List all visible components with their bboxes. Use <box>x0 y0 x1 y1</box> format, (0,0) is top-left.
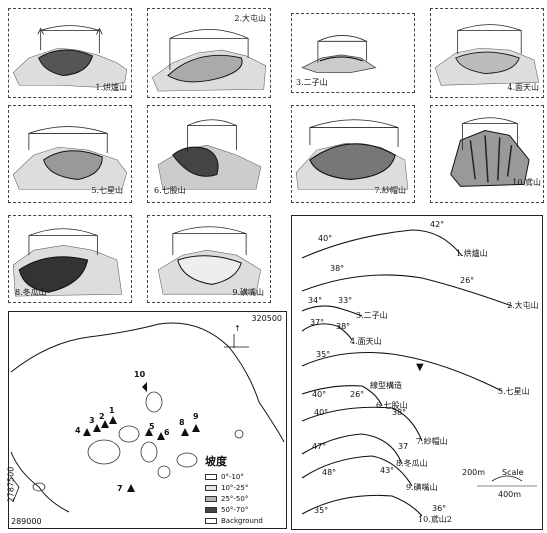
profile-label: 4.面天山 <box>350 336 382 347</box>
angle-label: 35° <box>314 506 328 515</box>
panel-label: 2.大屯山 <box>234 13 266 24</box>
panel-label: 1.烘爐山 <box>95 82 127 93</box>
relief-panel-5: 5.七星山 <box>8 105 132 203</box>
relief-panel-10: 10.鳶山 <box>430 105 544 203</box>
peak-number: 1 <box>109 406 115 415</box>
peak-number: 10 <box>134 370 145 379</box>
relief-panel-3: 3.二子山 <box>291 13 415 93</box>
coord-top-label: 320500 <box>251 314 282 323</box>
angle-label: 37 <box>398 442 408 451</box>
peak-number: 3 <box>89 416 95 425</box>
scale-200-label: 200m <box>462 468 485 477</box>
panel-label: 3.二子山 <box>296 77 328 88</box>
legend-label: 25°-50° <box>221 495 248 503</box>
relief-panel-6: 6.七股山 <box>147 105 271 203</box>
slope-legend: 坡度 0°-10° 10°-25° 25°-50° 50°-70° Backgr… <box>205 453 285 526</box>
legend-label: Background <box>221 517 263 525</box>
profile-label: 9.磺嘴山 <box>406 482 438 493</box>
north-arrow-icon: ↑ <box>234 324 241 333</box>
legend-swatch <box>205 496 217 502</box>
angle-label: 42° <box>430 220 444 229</box>
peak-number: 5 <box>149 422 155 431</box>
relief-panel-4: 4.面天山 <box>430 8 544 98</box>
peak-number: 6 <box>164 428 170 437</box>
angle-label: 26° <box>460 276 474 285</box>
coord-bottom-label: 289000 <box>11 517 42 526</box>
legend-swatch <box>205 485 217 491</box>
relief-panel-8: 8.冬瓜山 <box>8 215 132 303</box>
relief-panel-1: 1.烘爐山 <box>8 8 132 98</box>
angle-label: 35° <box>316 350 330 359</box>
profile-label: 8.冬瓜山 <box>396 458 428 469</box>
angle-label: 47° <box>312 442 326 451</box>
legend-label: 50°-70° <box>221 506 248 514</box>
profile-label: 10.鳶山2 <box>418 514 452 525</box>
profile-label: 5.七星山 <box>498 386 530 397</box>
angle-label: 43° <box>380 466 394 475</box>
legend-row: Background <box>205 515 285 526</box>
angle-label: 37° <box>310 318 324 327</box>
panel-label: 4.面天山 <box>507 82 539 93</box>
legend-row: 10°-25° <box>205 482 285 493</box>
panel-label: 10.鳶山 <box>512 177 541 188</box>
legend-row: 50°-70° <box>205 504 285 515</box>
scale-400-label: 400m <box>498 490 521 499</box>
peak-number: 8 <box>179 418 185 427</box>
angle-label: 40° <box>318 234 332 243</box>
angle-label: 40° <box>312 390 326 399</box>
fault-label: 線型構造 <box>370 380 402 391</box>
fault-arrow-icon: ▼ <box>416 362 424 373</box>
angle-label: 26° <box>350 390 364 399</box>
angle-label: 40° <box>314 408 328 417</box>
coord-left-label: 2787500 <box>6 467 15 503</box>
panel-label: 6.七股山 <box>154 185 186 196</box>
legend-label: 0°-10° <box>221 473 244 481</box>
legend-row: 0°-10° <box>205 471 285 482</box>
relief-panel-7: 7.紗帽山 <box>291 105 415 203</box>
profile-label: 2.大屯山 <box>507 300 539 311</box>
legend-row: 25°-50° <box>205 493 285 504</box>
legend-label: 10°-25° <box>221 484 248 492</box>
profile-label: 7.紗帽山 <box>416 436 448 447</box>
angle-label: 38° <box>336 322 350 331</box>
profiles-panel: 1.烘爐山 2.大屯山 3.二子山 4.面天山 5.七星山 6.七股山 7.紗帽… <box>291 215 543 530</box>
angle-label: 38° <box>330 264 344 273</box>
peak-number: 2 <box>99 412 105 421</box>
profile-label: 3.二子山 <box>356 310 388 321</box>
panel-label: 9.磺嘴山 <box>232 287 264 298</box>
peak-number: 9 <box>193 412 199 421</box>
profile-label: 1.烘爐山 <box>456 248 488 259</box>
legend-swatch <box>205 507 217 513</box>
relief-panel-2: 2.大屯山 <box>147 8 271 98</box>
panel-label: 5.七星山 <box>91 185 123 196</box>
peak-number: 7 <box>117 484 123 493</box>
angle-label: 48° <box>322 468 336 477</box>
relief-panel-9: 9.磺嘴山 <box>147 215 271 303</box>
angle-label: 36° <box>432 504 446 513</box>
panel-label: 8.冬瓜山 <box>15 287 47 298</box>
slope-map-panel: 320500 ↑ 2787500 289000 10 1 2 3 4 5 6 8… <box>8 311 287 529</box>
angle-label: 38° <box>392 408 406 417</box>
legend-swatch <box>205 474 217 480</box>
legend-title: 坡度 <box>205 453 285 469</box>
panel-label: 7.紗帽山 <box>374 185 406 196</box>
legend-swatch <box>205 518 217 524</box>
angle-label: 33° <box>338 296 352 305</box>
angle-label: 34° <box>308 296 322 305</box>
peak-number: 4 <box>75 426 81 435</box>
scale-word-label: Scale <box>502 468 524 477</box>
